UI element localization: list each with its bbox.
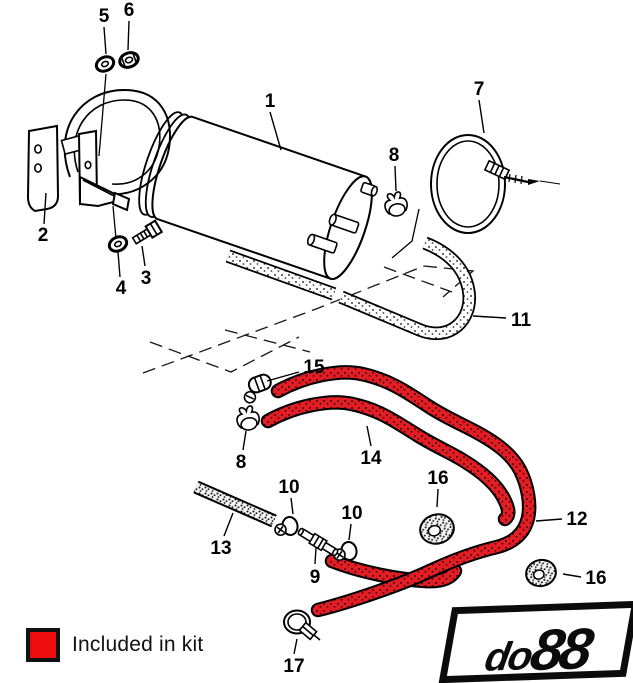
bolt-3 bbox=[131, 219, 164, 245]
mounting-bracket bbox=[26, 73, 171, 251]
braided-hose-13 bbox=[193, 480, 277, 528]
part-label-8a: 8 bbox=[389, 145, 400, 166]
kit-color-swatch bbox=[26, 628, 60, 662]
legend-label: Included in kit bbox=[72, 633, 204, 656]
leader-line-8a bbox=[394, 165, 397, 192]
cap-clamp-7 bbox=[430, 134, 561, 234]
part-label-16b: 16 bbox=[585, 568, 606, 589]
leader-line-9 bbox=[314, 547, 317, 565]
logo-text-88: 88 bbox=[525, 616, 595, 683]
washer-5 bbox=[94, 55, 116, 73]
part-label-9: 9 bbox=[310, 567, 321, 588]
nut-6 bbox=[118, 51, 140, 69]
washer-4 bbox=[107, 235, 129, 253]
leader-line-10a bbox=[290, 497, 294, 515]
part-label-3: 3 bbox=[141, 268, 152, 289]
part-label-4: 4 bbox=[116, 278, 127, 299]
part-label-17: 17 bbox=[283, 656, 304, 677]
part-label-10a: 10 bbox=[278, 477, 299, 498]
assembly-phantom-lines bbox=[142, 208, 475, 374]
part-label-12: 12 bbox=[566, 509, 587, 530]
part-label-8b: 8 bbox=[236, 452, 247, 473]
part-label-16a: 16 bbox=[427, 468, 448, 489]
leader-line-15 bbox=[266, 371, 300, 382]
part-label-14: 14 bbox=[360, 448, 382, 469]
spring-clamp-8-upper bbox=[384, 191, 408, 217]
leader-line-13 bbox=[223, 512, 234, 537]
leader-line-8b bbox=[242, 430, 247, 451]
leader-line-10b bbox=[348, 523, 352, 541]
part-label-10b: 10 bbox=[341, 503, 362, 524]
leader-line-6 bbox=[127, 20, 130, 51]
clamp-10-left bbox=[274, 516, 299, 537]
canister-port-top bbox=[360, 181, 379, 197]
leader-line-7 bbox=[478, 99, 485, 134]
worm-clamp-17 bbox=[283, 609, 321, 641]
logo-text-do: do bbox=[481, 634, 535, 680]
leader-line-1 bbox=[269, 111, 282, 151]
leader-line-12 bbox=[535, 518, 563, 522]
part-label-1: 1 bbox=[265, 91, 276, 112]
leader-line-16a bbox=[436, 488, 439, 508]
leader-line-2 bbox=[43, 192, 47, 225]
spring-clamp-8-lower bbox=[236, 405, 260, 431]
canister-port-middle bbox=[328, 213, 360, 234]
part-label-7: 7 bbox=[474, 79, 485, 100]
grommet-16-left bbox=[419, 513, 455, 545]
leader-line-4 bbox=[117, 251, 121, 278]
canister-port-lower bbox=[306, 233, 338, 254]
part-label-6: 6 bbox=[124, 0, 135, 21]
carbon-canister bbox=[138, 111, 379, 280]
legend: Included in kit bbox=[26, 628, 203, 662]
kit-hose-14 bbox=[260, 395, 516, 527]
part-label-15: 15 bbox=[303, 357, 325, 378]
grommet-16-right bbox=[525, 558, 557, 588]
leader-line-5 bbox=[103, 26, 107, 55]
part-label-11: 11 bbox=[511, 310, 532, 331]
leader-line-17 bbox=[293, 638, 298, 655]
worm-clamp-15 bbox=[243, 373, 272, 404]
leader-line-16b bbox=[562, 573, 582, 578]
leader-line-3 bbox=[141, 245, 146, 267]
connector-pipe-9 bbox=[297, 527, 339, 557]
kit-hose-12 bbox=[270, 365, 537, 618]
leader-line-11 bbox=[472, 315, 507, 319]
part-label-2: 2 bbox=[38, 225, 49, 246]
vent-hose-11 bbox=[225, 236, 476, 341]
leader-line-14 bbox=[366, 425, 372, 447]
part-label-5: 5 bbox=[99, 6, 110, 27]
part-label-13: 13 bbox=[210, 538, 231, 559]
